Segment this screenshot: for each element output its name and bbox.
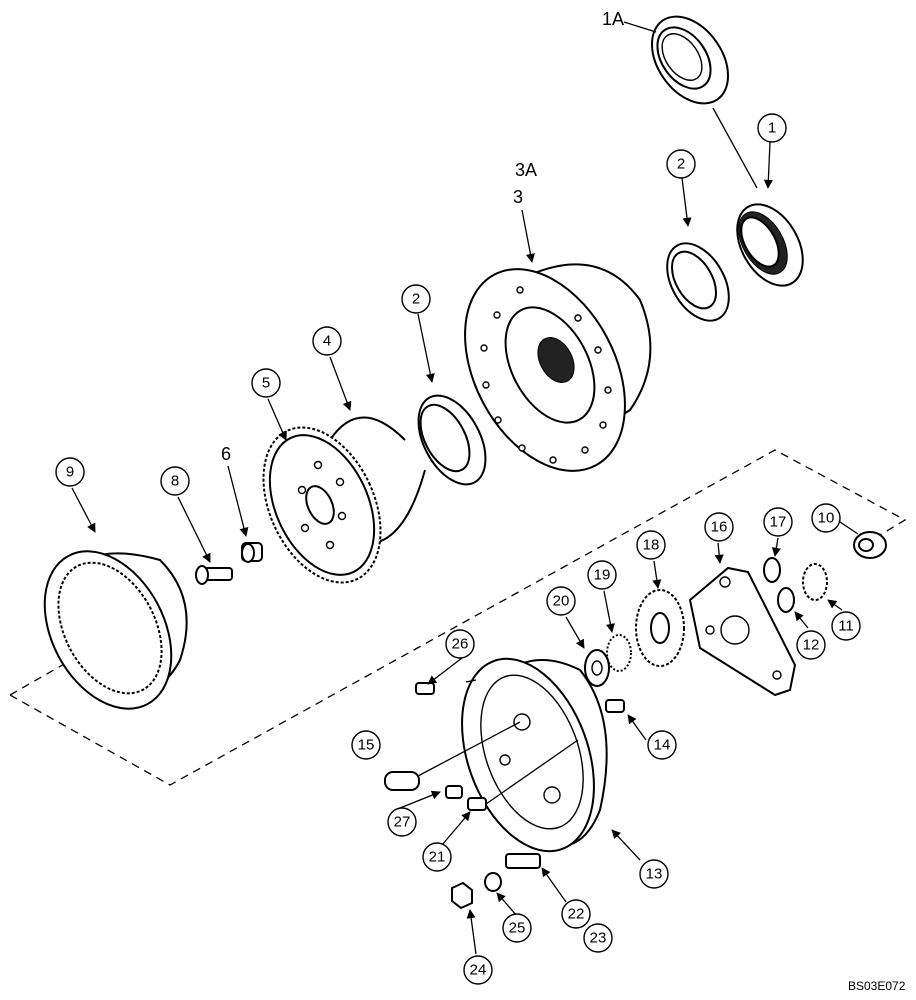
callout-11: 11 xyxy=(831,611,861,641)
svg-text:26: 26 xyxy=(452,636,469,653)
callout-27: 27 xyxy=(387,807,417,837)
svg-text:25: 25 xyxy=(509,920,526,937)
part-20-thrust-washer xyxy=(584,649,610,687)
part-6-bushing xyxy=(241,542,263,563)
callout-13: 13 xyxy=(639,859,669,889)
callout-3A: 3A xyxy=(515,160,537,180)
part-5-spur-gear xyxy=(262,426,382,584)
part-16-carrier-plate xyxy=(688,566,797,697)
svg-text:13: 13 xyxy=(646,866,663,883)
callout-8: 8 xyxy=(160,466,190,496)
svg-text:9: 9 xyxy=(66,464,74,481)
part-3-housing xyxy=(464,263,652,472)
callout-6: 6 xyxy=(221,444,231,464)
svg-text:15: 15 xyxy=(358,737,375,754)
callout-25: 25 xyxy=(502,913,532,943)
part-19-bearing xyxy=(606,634,632,672)
svg-text:21: 21 xyxy=(429,849,446,866)
part-27-plug xyxy=(445,785,463,799)
callout-24: 24 xyxy=(463,955,493,985)
callout-19: 19 xyxy=(587,560,617,590)
callout-2-upper: 2 xyxy=(666,149,696,179)
callout-12: 12 xyxy=(796,630,826,660)
svg-text:14: 14 xyxy=(654,737,671,754)
svg-text:20: 20 xyxy=(553,593,570,610)
callout-4: 4 xyxy=(312,326,342,356)
svg-text:4: 4 xyxy=(323,333,331,350)
callout-23: 23 xyxy=(583,923,613,953)
svg-text:19: 19 xyxy=(594,567,611,584)
leader-lines xyxy=(71,21,859,955)
callout-26: 26 xyxy=(445,629,475,659)
part-1-bearing-cup xyxy=(736,203,804,287)
part-1A-seal xyxy=(650,15,730,105)
callout-18: 18 xyxy=(636,530,666,560)
part-2-bearing-cone-lower xyxy=(417,394,487,486)
callout-21: 21 xyxy=(422,842,452,872)
svg-text:24: 24 xyxy=(470,962,487,979)
assembly-plane-outline xyxy=(9,449,907,786)
part-11-small-gear xyxy=(802,563,828,601)
callout-1: 1 xyxy=(757,113,787,143)
svg-text:12: 12 xyxy=(803,637,820,654)
part-18-gear xyxy=(635,589,685,667)
callout-22: 22 xyxy=(561,899,591,929)
svg-text:5: 5 xyxy=(262,375,270,392)
part-17-washer xyxy=(763,557,781,583)
callout-20: 20 xyxy=(546,586,576,616)
part-22-stud xyxy=(505,853,541,869)
part-15-pin xyxy=(384,771,420,791)
drawing-code: BS03E072 xyxy=(848,979,906,993)
callout-14: 14 xyxy=(647,730,677,760)
part-25-washer xyxy=(484,872,502,892)
callout-1A: 1A xyxy=(602,9,624,29)
svg-text:22: 22 xyxy=(568,906,585,923)
svg-text:11: 11 xyxy=(838,618,854,635)
svg-text:2: 2 xyxy=(677,156,685,173)
callout-5: 5 xyxy=(251,368,281,398)
svg-text:27: 27 xyxy=(394,814,411,831)
part-14-bolt xyxy=(605,699,625,713)
callout-16: 16 xyxy=(704,512,734,542)
svg-text:23: 23 xyxy=(590,930,607,947)
svg-text:17: 17 xyxy=(770,514,787,531)
callout-3: 3 xyxy=(513,187,523,207)
svg-text:2: 2 xyxy=(412,291,420,308)
svg-text:16: 16 xyxy=(711,519,728,536)
callout-15: 15 xyxy=(351,730,381,760)
part-10-nut xyxy=(853,531,887,559)
part-13-planet-carrier xyxy=(461,657,608,853)
part-21-plug xyxy=(467,797,487,811)
svg-text:1: 1 xyxy=(768,120,776,137)
callout-17: 17 xyxy=(763,507,793,537)
svg-text:18: 18 xyxy=(643,537,660,554)
part-12-washer xyxy=(777,587,795,613)
svg-text:10: 10 xyxy=(818,510,835,527)
callout-10: 10 xyxy=(811,503,841,533)
svg-text:8: 8 xyxy=(171,473,179,490)
callout-2-lower: 2 xyxy=(401,284,431,314)
part-2-bearing-cone-upper xyxy=(666,242,730,322)
part-8-bolt xyxy=(195,565,233,585)
part-24-nut xyxy=(451,881,473,910)
part-26-pin xyxy=(415,682,435,695)
callout-9: 9 xyxy=(55,457,85,487)
part-9-ring-gear xyxy=(43,550,188,710)
